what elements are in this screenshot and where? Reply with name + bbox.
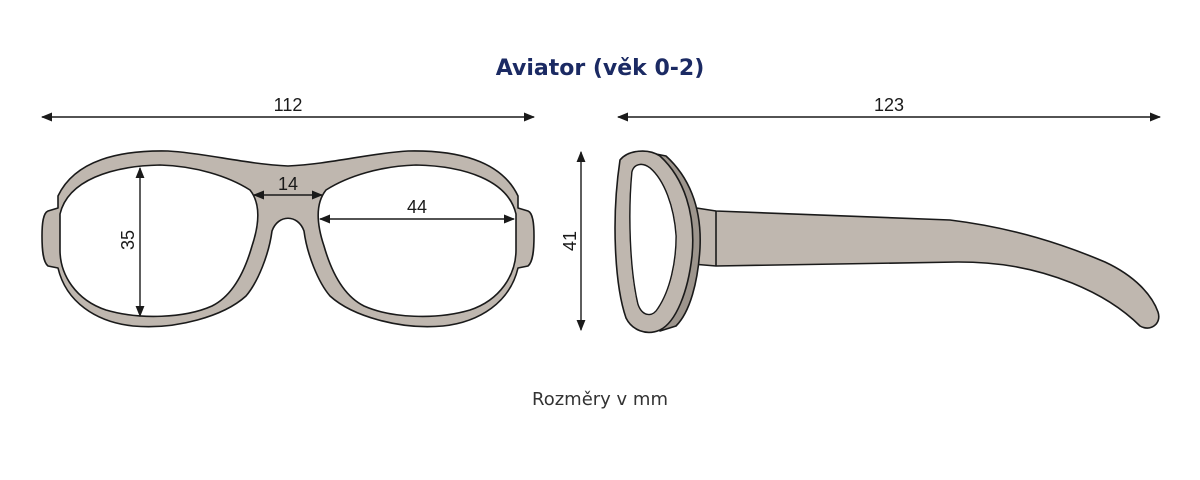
dimension-frame-height: 41 — [560, 150, 586, 332]
dimension-temple-length: 123 — [616, 95, 1162, 122]
label-total-width: 112 — [274, 95, 303, 115]
diagram-title: Aviator (věk 0-2) — [496, 56, 705, 81]
right-lens — [317, 164, 517, 318]
dimension-lens-width: 44 — [318, 197, 516, 224]
label-lens-width: 44 — [407, 197, 427, 217]
label-bridge: 14 — [278, 174, 298, 194]
label-frame-height: 41 — [560, 231, 580, 251]
dimension-lens-height: 35 — [118, 166, 145, 318]
temple-arm — [689, 206, 1160, 329]
dimension-total-width: 112 — [40, 95, 536, 122]
label-temple-length: 123 — [874, 95, 904, 115]
side-view — [614, 150, 1160, 334]
dimension-bridge: 14 — [252, 174, 324, 200]
front-view — [41, 150, 535, 328]
left-lens — [59, 164, 259, 318]
label-lens-height: 35 — [118, 230, 138, 250]
side-lens — [629, 163, 677, 315]
units-note: Rozměry v mm — [532, 389, 668, 410]
